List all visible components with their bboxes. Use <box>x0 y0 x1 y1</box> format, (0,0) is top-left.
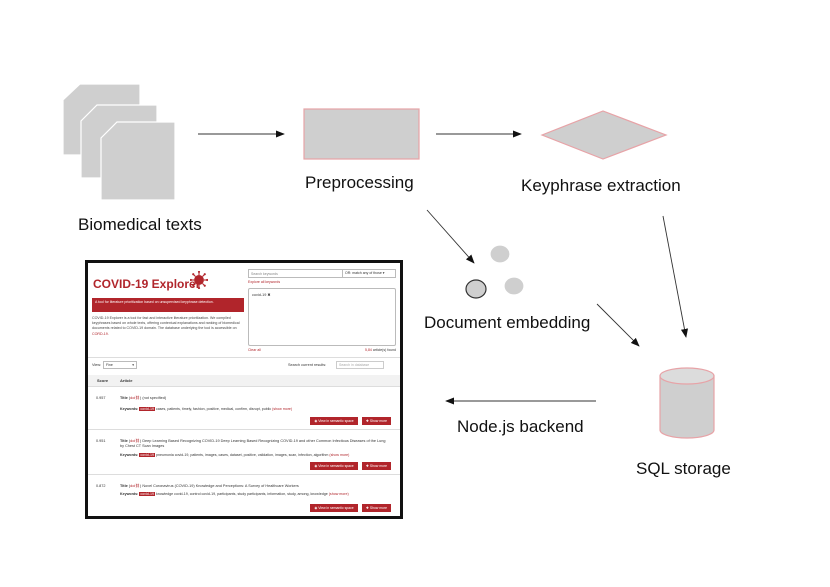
doi-link[interactable]: doi <box>130 439 136 443</box>
app-banner: A tool for literature prioritization bas… <box>92 298 244 312</box>
match-mode-value: OR: match any of those <box>345 270 382 275</box>
preprocessing-node: Preprocessing <box>303 108 420 192</box>
semantic-button-label: View in semantic space <box>318 419 354 423</box>
title-text: (not specified) <box>142 396 167 400</box>
keywords-text: cases, patients, timely, fashion, positi… <box>155 407 272 411</box>
more-button-label: Show more <box>369 419 387 423</box>
row-title: Title (doi⛓) Novel Coronavirus (COVID-19… <box>120 484 299 488</box>
title-label: Title <box>120 396 128 400</box>
keyphrase-extraction-shape <box>540 110 668 160</box>
title-text: Novel Coronavirus (COVID-19) Knowledge a… <box>142 484 299 488</box>
document-shape-front <box>100 121 176 201</box>
results-count-label: article(s) found <box>372 348 396 352</box>
keywords-label: Keywords: <box>120 492 139 496</box>
doi-link[interactable]: doi <box>130 396 136 400</box>
embedding-ellipse-2 <box>503 276 525 296</box>
more-button-label: Show more <box>369 464 387 468</box>
semantic-button-label: View in semantic space <box>318 506 354 510</box>
embedding-ellipse-1 <box>489 244 511 264</box>
table-row: 0.951 Title (doi⛓) Deep Learning Based R… <box>88 431 400 475</box>
table-row: 0.957 Title (doi⛓) (not specified) Keywo… <box>88 388 400 430</box>
biomedical-texts-node: Biomedical texts <box>62 83 202 234</box>
preprocessing-label: Preprocessing <box>305 173 414 192</box>
view-mode-select[interactable]: Fine ▾ <box>103 361 137 369</box>
virus-icon <box>190 271 208 289</box>
preprocessing-shape <box>303 108 420 160</box>
sql-storage-label: SQL storage <box>636 459 731 478</box>
view-semantic-space-button[interactable]: ◉ View in semantic space <box>310 504 358 512</box>
app-header-section: COVID-19 Explorer A tool for literature … <box>88 263 400 355</box>
biomedical-texts-label: Biomedical texts <box>78 215 202 234</box>
table-row: 0.872 Title (doi⛓) Novel Coronavirus (CO… <box>88 476 400 516</box>
row-score: 0.957 <box>96 396 106 400</box>
results-table-header: Score Article <box>88 375 400 387</box>
row-title: Title (doi⛓) Deep Learning Based Recogni… <box>120 439 386 448</box>
covid-explorer-screenshot: COVID-19 Explorer A tool for literature … <box>85 260 403 519</box>
results-count: 5,84 article(s) found <box>365 348 396 352</box>
keywords-text: pneumonia covid-19, patients, images, ca… <box>155 453 329 457</box>
view-mode-value: Fine <box>106 363 113 367</box>
chevron-down-icon: ▾ <box>132 363 134 367</box>
cylinder-top <box>659 367 715 385</box>
show-more-keywords-link[interactable]: (show more) <box>328 492 349 496</box>
sql-storage-node: SQL storage <box>636 367 731 478</box>
semantic-button-label: View in semantic space <box>318 464 354 468</box>
link-icon: ⛓ <box>135 439 140 443</box>
match-mode-select[interactable]: OR: match any of those ▾ <box>342 269 396 278</box>
keyword-search-input[interactable]: Search keywords <box>248 269 396 278</box>
row-keywords: Keywords: covid-19 cases, patients, time… <box>120 407 390 412</box>
keyword-tag: covid-19 <box>139 492 155 496</box>
title-label: Title <box>120 439 128 443</box>
show-more-button[interactable]: ✚ Show more <box>362 504 391 512</box>
results-count-number: 5,84 <box>365 348 372 352</box>
show-more-keywords-link[interactable]: (show more) <box>329 453 350 457</box>
show-more-keywords-link[interactable]: (show more) <box>272 407 293 411</box>
link-icon: ⛓ <box>135 396 140 400</box>
article-column-header[interactable]: Article <box>120 378 133 383</box>
embedding-ellipse-3 <box>465 279 487 299</box>
edge-keyphrase-to-sql <box>662 215 689 338</box>
row-keywords: Keywords: covid-19 knowledge covid-19, c… <box>120 492 390 497</box>
keywords-label: Keywords: <box>120 407 139 411</box>
app-description: COVID-19 Explorer is a tool for fast and… <box>92 316 244 337</box>
title-text: Deep Learning Based Recognizing COVID-19… <box>120 439 386 448</box>
show-more-button[interactable]: ✚ Show more <box>362 417 391 425</box>
link-icon: ⛓ <box>135 484 140 488</box>
keywords-label: Keywords: <box>120 453 139 457</box>
doi-link[interactable]: doi <box>130 484 136 488</box>
edge-preprocessing-to-embedding <box>426 209 475 264</box>
keyword-tag: covid-19 <box>139 407 155 411</box>
cylinder-body <box>659 375 715 439</box>
keyphrase-extraction-node: Keyphrase extraction <box>521 110 681 195</box>
document-embedding-label: Document embedding <box>424 313 590 332</box>
row-score: 0.951 <box>96 439 106 443</box>
view-semantic-space-button[interactable]: ◉ View in semantic space <box>310 417 358 425</box>
results-toolbar: View: Fine ▾ Search current results: Sea… <box>88 357 400 373</box>
score-column-header[interactable]: Score <box>97 378 109 383</box>
app-title: COVID-19 Explorer <box>93 277 201 291</box>
cord19-link[interactable]: CORD-19. <box>92 331 109 336</box>
row-title: Title (doi⛓) (not specified) <box>120 396 167 400</box>
explore-keywords-link[interactable]: Explore all keywords <box>248 280 281 284</box>
keywords-text: knowledge covid-19, control covid-19, pa… <box>155 492 328 496</box>
show-more-button[interactable]: ✚ Show more <box>362 462 391 470</box>
edge-embedding-to-sql <box>596 303 640 347</box>
document-embedding-node: Document embedding <box>424 244 590 332</box>
view-label: View: <box>92 363 102 367</box>
keyphrase-extraction-label: Keyphrase extraction <box>521 176 681 195</box>
clear-all-link[interactable]: Clear all <box>248 348 261 352</box>
row-score: 0.872 <box>96 484 106 488</box>
description-text: COVID-19 Explorer is a tool for fast and… <box>92 316 240 331</box>
nodejs-backend-label: Node.js backend <box>457 417 584 436</box>
selected-keywords-area[interactable]: covid-19 ✖ <box>248 288 396 346</box>
keyword-tag: covid-19 <box>139 453 155 457</box>
search-panel: Search keywords OR: match any of those ▾… <box>248 269 396 355</box>
filter-label: Search current results: <box>288 363 327 367</box>
title-label: Title <box>120 484 128 488</box>
row-keywords: Keywords: covid-19 pneumonia covid-19, p… <box>120 453 390 458</box>
more-button-label: Show more <box>369 506 387 510</box>
view-semantic-space-button[interactable]: ◉ View in semantic space <box>310 462 358 470</box>
filter-results-input[interactable]: Search in database <box>336 361 384 369</box>
